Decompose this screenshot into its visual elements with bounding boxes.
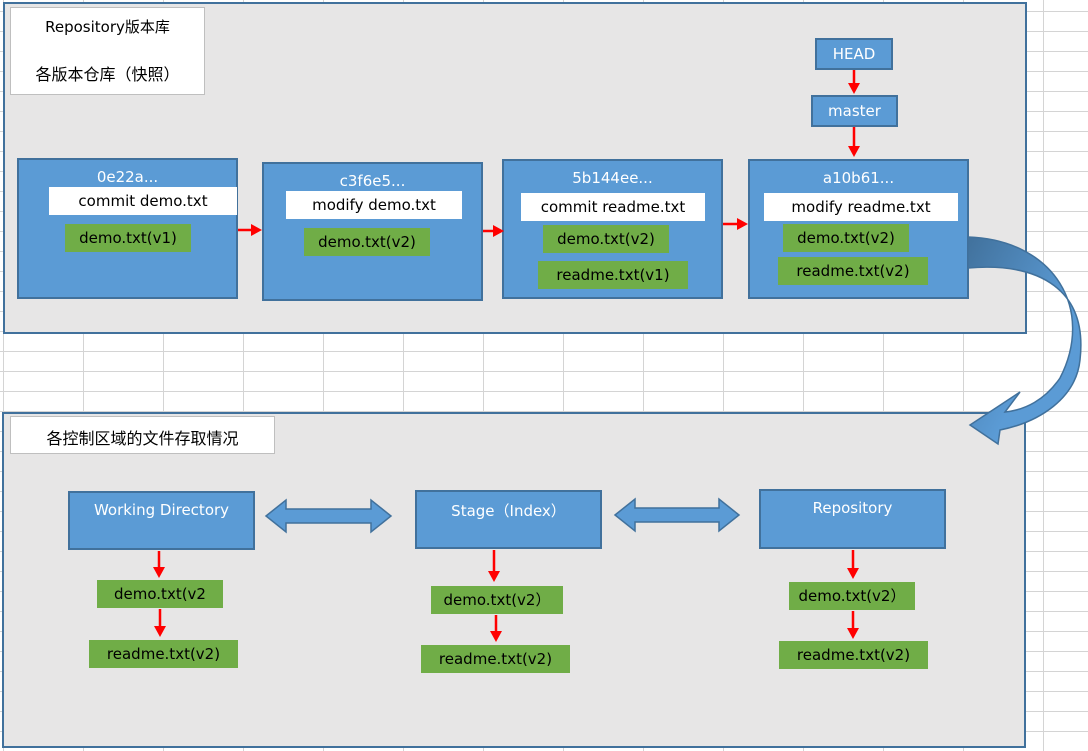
stage-file-demo: demo.txt(v2）	[431, 586, 563, 614]
commit-message: commit demo.txt	[49, 187, 237, 215]
red-arrow-commit1-to-commit2	[238, 224, 262, 236]
stage-file-readme: readme.txt(v2)	[421, 645, 570, 673]
file-item: readme.txt(v1)	[538, 261, 688, 289]
areas-title: 各控制区域的文件存取情况	[46, 429, 239, 448]
commit-hash: 5b144ee...	[572, 169, 653, 187]
red-arrow-repo-demo-to-readme	[847, 611, 859, 639]
red-arrow-stage-demo-to-readme	[490, 615, 502, 642]
repository-subtitle: 各版本仓库（快照）	[35, 65, 180, 84]
red-arrow-working-to-demo	[153, 551, 165, 578]
red-arrow-repo-to-demo	[847, 550, 859, 579]
commit-box-2[interactable]: c3f6e5... modify demo.txt demo.txt(v2)	[262, 162, 483, 301]
red-arrow-commit2-to-commit3	[483, 225, 504, 237]
repository-title-box: Repository版本库 各版本仓库（快照）	[10, 7, 205, 95]
commit-hash: a10b61...	[822, 169, 895, 187]
file-item: demo.txt(v1)	[65, 224, 191, 252]
commit-box-3[interactable]: 5b144ee... commit readme.txt demo.txt(v2…	[502, 159, 723, 299]
commit-hash: c3f6e5...	[339, 172, 406, 190]
commit-box-1[interactable]: 0e22a... commit demo.txt demo.txt(v1)	[17, 158, 238, 299]
head-ref-box[interactable]: HEAD	[815, 38, 893, 70]
stage-index-box[interactable]: Stage（Index）	[415, 490, 602, 549]
master-branch-box[interactable]: master	[811, 95, 898, 127]
repository-title: Repository版本库	[45, 18, 170, 36]
repository-file-readme: readme.txt(v2)	[779, 641, 928, 669]
file-item: demo.txt(v2)	[783, 224, 909, 252]
red-arrow-working-demo-to-readme	[154, 609, 166, 637]
commit-hash: 0e22a...	[96, 168, 159, 186]
repository-file-demo: demo.txt(v2）	[789, 582, 915, 610]
commit-message: commit readme.txt	[521, 193, 705, 221]
working-directory-box[interactable]: Working Directory	[68, 491, 255, 550]
areas-title-box: 各控制区域的文件存取情况	[10, 416, 275, 454]
red-arrow-stage-to-demo	[488, 550, 500, 582]
working-file-readme: readme.txt(v2)	[89, 640, 238, 668]
file-item: demo.txt(v2)	[304, 228, 430, 256]
commit-message: modify demo.txt	[286, 191, 462, 219]
file-item: demo.txt(v2)	[543, 225, 669, 253]
working-file-demo: demo.txt(v2	[97, 580, 223, 608]
red-arrow-head-to-master	[848, 70, 860, 94]
curved-transition-arrow	[967, 236, 1082, 446]
red-arrow-master-to-commit4	[848, 127, 860, 157]
double-arrow-stage-repository	[613, 497, 741, 533]
repository-area-box[interactable]: Repository	[759, 489, 946, 549]
commit-message: modify readme.txt	[764, 193, 958, 221]
file-item: readme.txt(v2)	[778, 257, 928, 285]
double-arrow-working-stage	[264, 498, 393, 534]
commit-box-4[interactable]: a10b61... modify readme.txt demo.txt(v2)…	[748, 159, 969, 299]
red-arrow-commit3-to-commit4	[723, 218, 748, 230]
